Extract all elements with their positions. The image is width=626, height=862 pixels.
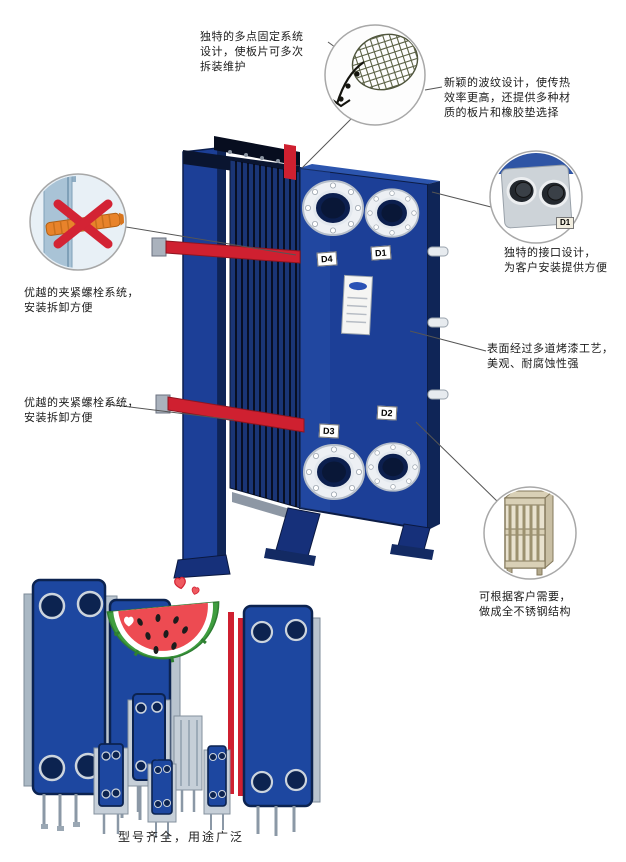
product-unit xyxy=(173,715,203,812)
side-studs xyxy=(427,246,449,400)
nameplate xyxy=(340,274,374,336)
tie-bolt-upper xyxy=(151,237,301,264)
melon-seeds xyxy=(137,614,188,654)
top-red-accent xyxy=(284,144,296,180)
port-bottom-left xyxy=(302,443,366,501)
callout-port-detail xyxy=(489,150,583,244)
rear-column xyxy=(173,146,231,579)
port-top-left xyxy=(301,179,365,237)
port-label-d3: D3 xyxy=(318,423,339,439)
callout-port-tag: D1 xyxy=(556,217,575,229)
tie-bolt-lower xyxy=(155,394,305,433)
annotation-clamp-upper: 优越的夹紧螺栓系统， 安装拆卸方便 xyxy=(24,287,139,314)
annotation-clamp-lower: 优越的夹紧螺栓系统， 安装拆卸方便 xyxy=(24,397,139,424)
port-label-d2: D2 xyxy=(376,405,397,421)
port-label-d4: D4 xyxy=(316,251,337,267)
caption-models: 型号齐全，用途广泛 xyxy=(118,830,245,844)
red-cross-band xyxy=(53,199,113,249)
product-unit xyxy=(147,759,177,838)
heart-icon xyxy=(124,576,200,627)
callout-frame-detail xyxy=(483,486,577,580)
annotation-stainless-frame: 可根据客户需要， 做成全不锈钢结构 xyxy=(479,591,571,618)
annotation-port-design: 独特的接口设计， 为客户安装提供方便 xyxy=(504,247,608,274)
callout-fixing-detail xyxy=(324,24,426,126)
product-unit xyxy=(228,604,321,836)
port-top-right xyxy=(364,187,420,239)
heat-exchanger-illustration xyxy=(151,136,449,579)
callout-clamp-detail xyxy=(29,173,127,271)
port-label-d1: D1 xyxy=(370,245,391,261)
machine-feet xyxy=(264,507,434,566)
product-lineup xyxy=(23,578,321,838)
annotation-fixing-system: 独特的多点固定系统 设计，使板片可多次 拆装维护 xyxy=(200,31,304,73)
product-unit xyxy=(203,745,231,830)
annotation-paint-finish: 表面经过多道烤漆工艺， 美观、耐腐蚀性强 xyxy=(487,343,614,370)
plate-profile xyxy=(330,61,365,108)
port-bottom-right xyxy=(365,441,421,493)
watermelon-decoration xyxy=(106,576,220,663)
annotation-corrugation: 新颖的波纹设计，使传热 效率更高，还提供多种材 质的板片和橡胶垫选择 xyxy=(444,77,571,119)
plate-pack xyxy=(229,159,301,522)
product-unit xyxy=(93,743,129,834)
